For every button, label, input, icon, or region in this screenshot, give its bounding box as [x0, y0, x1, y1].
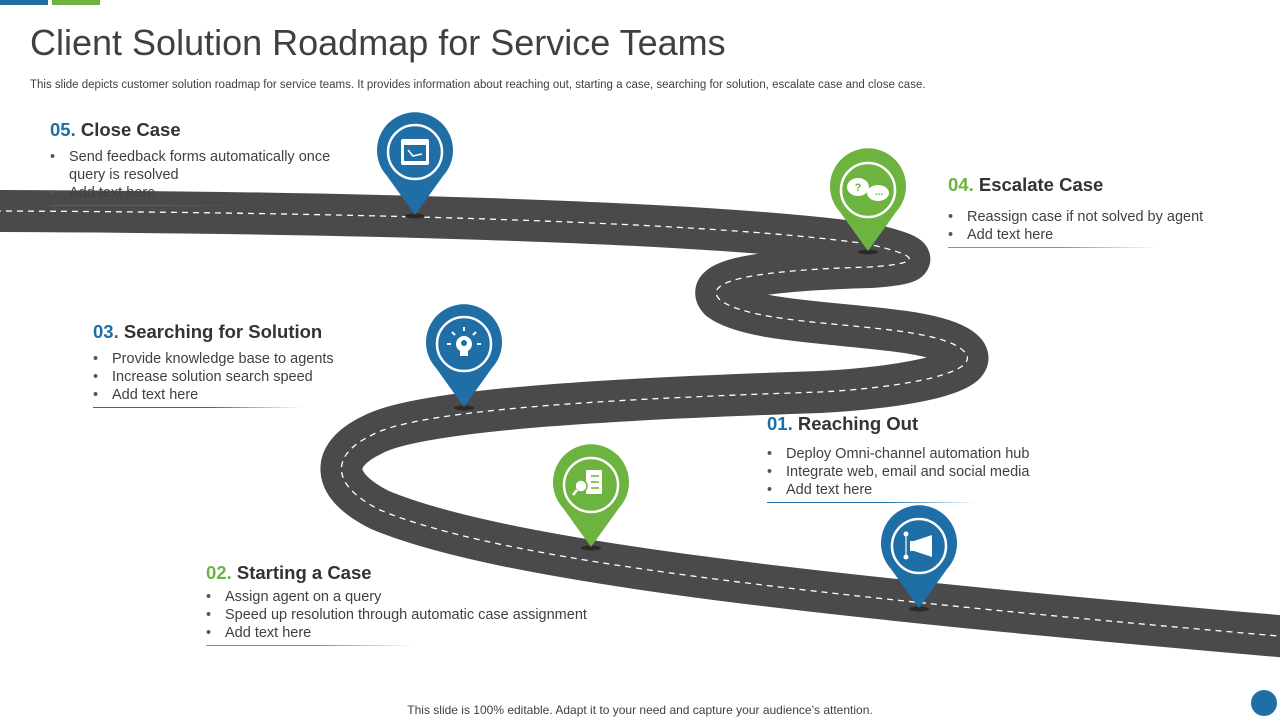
step-title: Close Case: [80, 119, 181, 140]
list-item: Provide knowledge base to agents: [93, 350, 413, 368]
step-underline: [50, 205, 250, 206]
step-bullets: Deploy Omni-channel automation hub Integ…: [767, 445, 1087, 499]
pin-reaching-out: [881, 505, 958, 612]
step-underline: [767, 502, 977, 503]
list-item: Assign agent on a query: [206, 588, 626, 606]
list-item: Send feedback forms automatically once q…: [50, 148, 350, 184]
page-subtitle: This slide depicts customer solution roa…: [30, 79, 926, 91]
step-underline: [948, 247, 1158, 248]
megaphone-icon: [903, 531, 932, 560]
step-number: 01.: [767, 413, 793, 434]
top-accent-green: [52, 0, 100, 5]
pin-escalate-case: ? ...: [830, 148, 906, 255]
step-bullets: Assign agent on a query Speed up resolut…: [206, 588, 626, 642]
list-item: Increase solution search speed: [93, 368, 413, 386]
step-title: Starting a Case: [236, 562, 372, 583]
step-bullets: Reassign case if not solved by agent Add…: [948, 208, 1268, 244]
checklist-search-icon: [572, 470, 602, 496]
svg-text:?: ?: [855, 182, 862, 194]
step-reaching-out: 01. Reaching Out Deploy Omni-channel aut…: [767, 413, 1087, 503]
list-item: Add text here: [948, 226, 1268, 244]
step-underline: [93, 407, 303, 408]
road-center-line: [0, 210, 1280, 637]
footer-note: This slide is 100% editable. Adapt it to…: [407, 703, 873, 717]
step-heading: 01. Reaching Out: [767, 413, 1087, 435]
step-heading: 02. Starting a Case: [206, 562, 626, 584]
step-number: 05.: [50, 119, 76, 140]
list-item: Add text here: [206, 624, 626, 642]
step-bullets: Send feedback forms automatically once q…: [50, 148, 350, 202]
step-starting-a-case: 02. Starting a Case Assign agent on a qu…: [206, 562, 626, 646]
lightbulb-icon: [447, 327, 481, 356]
step-number: 03.: [93, 321, 119, 342]
list-item: Add text here: [767, 481, 1087, 499]
top-accent-blue: [0, 0, 48, 5]
inbox-tray-icon: [401, 139, 429, 165]
corner-dot: [1251, 690, 1277, 716]
list-item: Add text here: [93, 386, 413, 404]
list-item: Add text here: [50, 184, 350, 202]
step-escalate-case: 04. Escalate Case Reassign case if not s…: [948, 174, 1268, 248]
step-bullets: Provide knowledge base to agents Increas…: [93, 350, 413, 404]
step-searching-for-solution: 03. Searching for Solution Provide knowl…: [93, 321, 413, 408]
step-number: 04.: [948, 174, 974, 195]
chat-bubbles-icon: ? ...: [847, 178, 889, 201]
list-item: Deploy Omni-channel automation hub: [767, 445, 1087, 463]
pin-close-case: [377, 112, 453, 219]
step-title: Reaching Out: [797, 413, 919, 434]
step-heading: 03. Searching for Solution: [93, 321, 413, 343]
step-heading: 04. Escalate Case: [948, 174, 1268, 196]
list-item: Reassign case if not solved by agent: [948, 208, 1268, 226]
pin-starting-a-case: [552, 444, 629, 551]
svg-text:...: ...: [875, 187, 884, 198]
page-title: Client Solution Roadmap for Service Team…: [30, 22, 726, 63]
step-heading: 05. Close Case: [50, 119, 350, 141]
list-item: Speed up resolution through automatic ca…: [206, 606, 626, 624]
road-surface: [0, 190, 1280, 658]
list-item: Integrate web, email and social media: [767, 463, 1087, 481]
step-title: Escalate Case: [978, 174, 1104, 195]
step-close-case: 05. Close Case Send feedback forms autom…: [50, 119, 350, 206]
pin-searching-for-solution: [426, 304, 502, 411]
step-title: Searching for Solution: [123, 321, 323, 342]
step-underline: [206, 645, 416, 646]
step-number: 02.: [206, 562, 232, 583]
